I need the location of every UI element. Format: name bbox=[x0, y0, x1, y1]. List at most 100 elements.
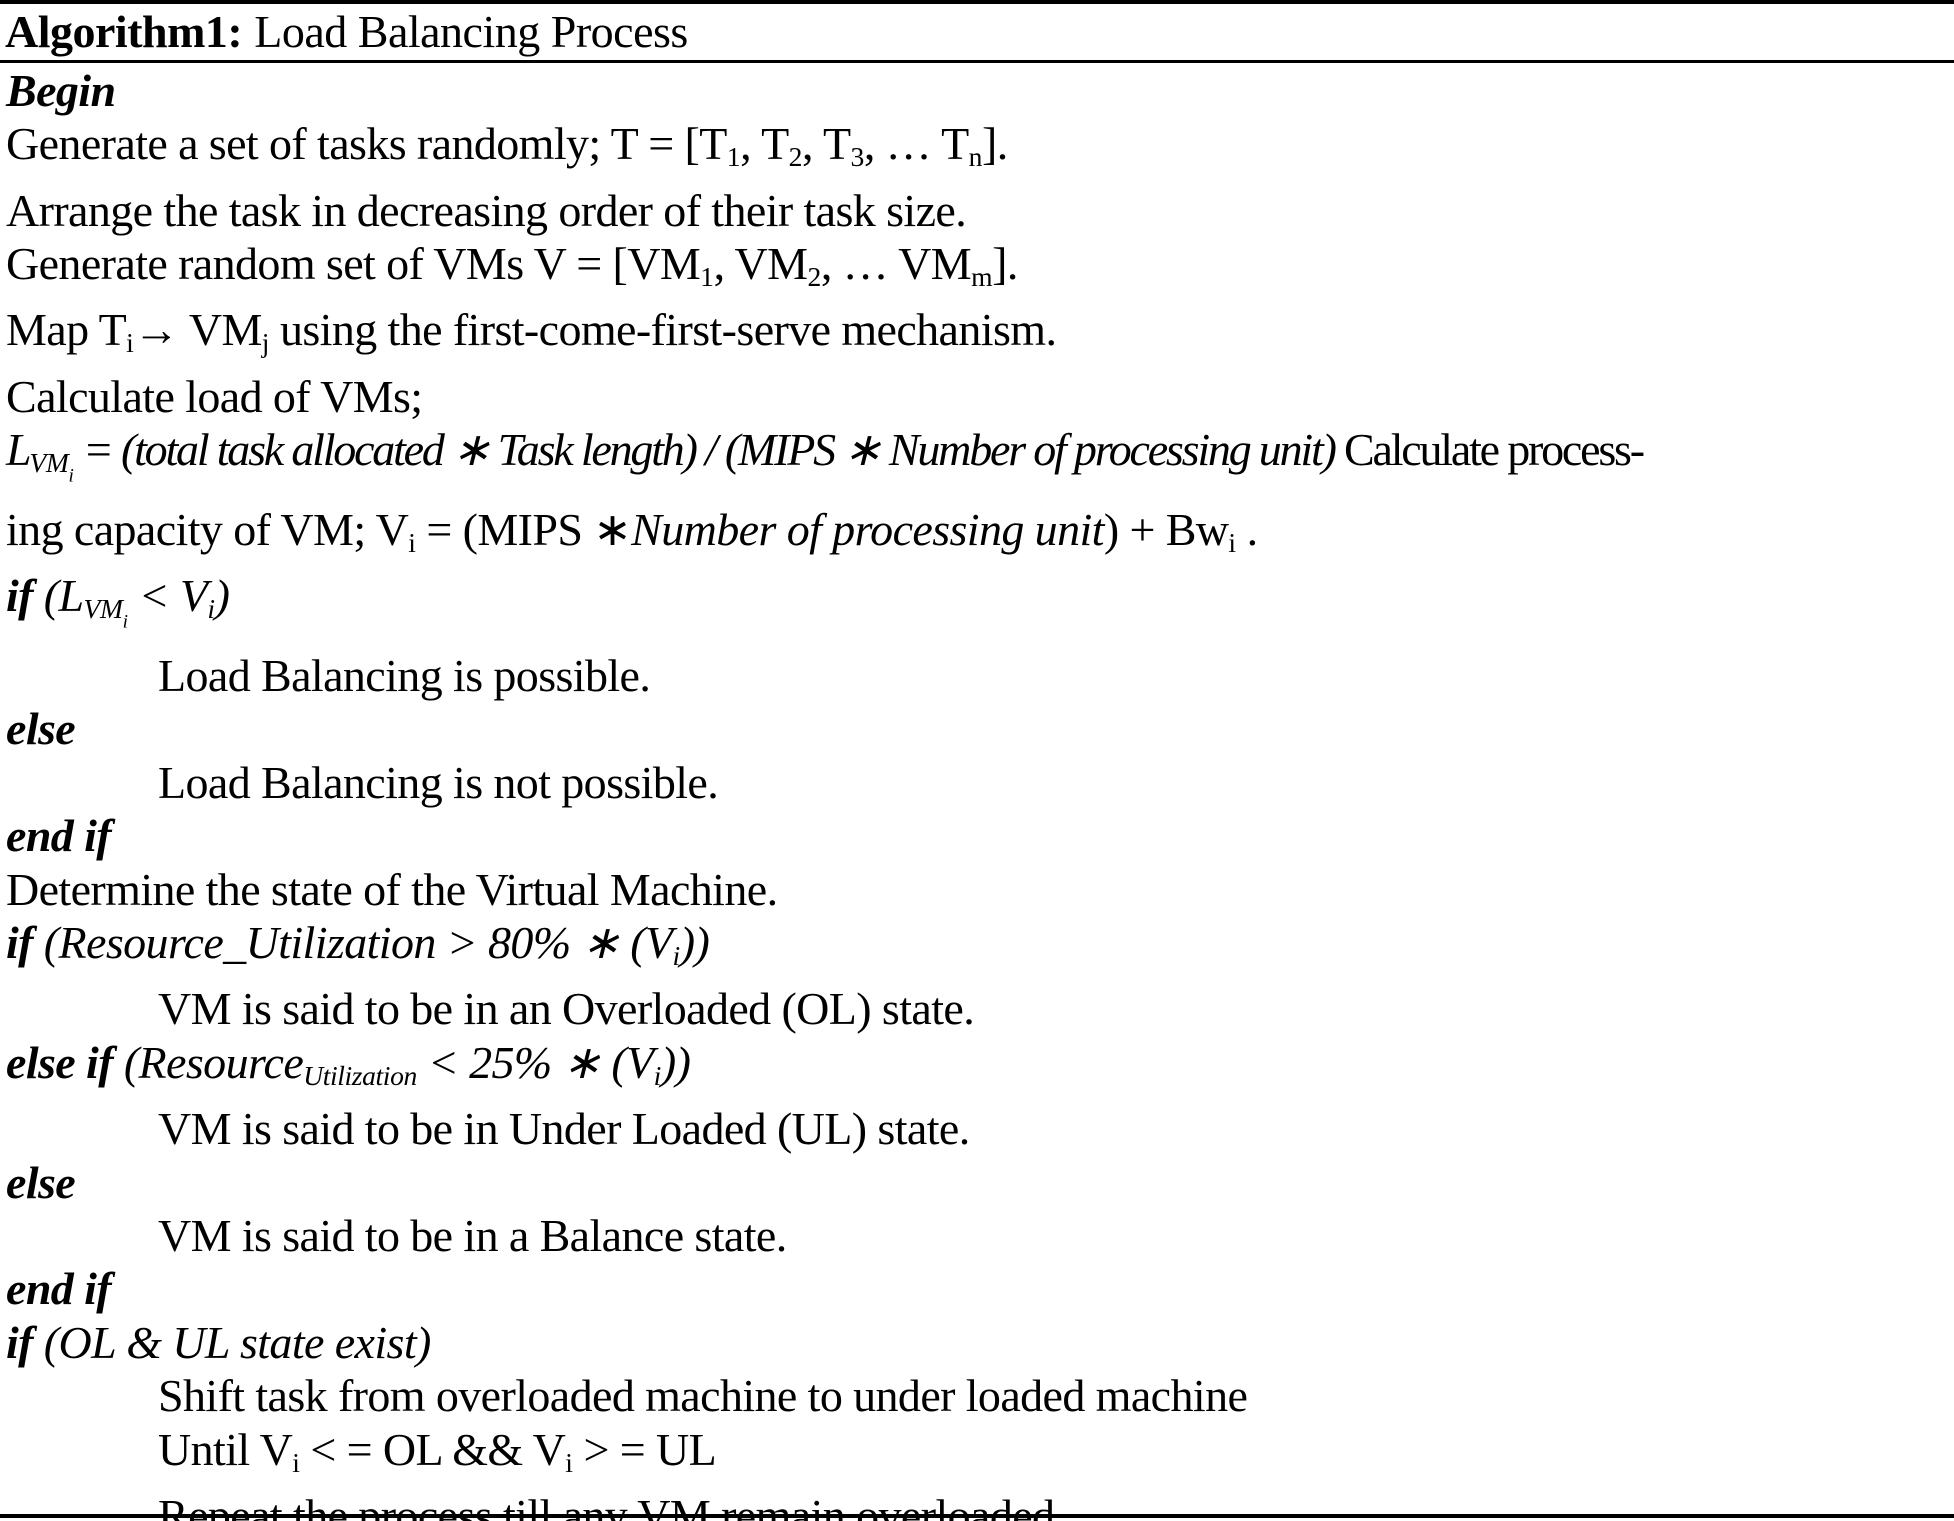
algo-text-segment: VM is said to be in an Overloaded (OL) s… bbox=[158, 983, 975, 1035]
algo-text-segment: if bbox=[6, 1316, 34, 1368]
algo-line: Arrange the task in decreasing order of … bbox=[0, 184, 1954, 237]
algo-line: VM is said to be in an Overloaded (OL) s… bbox=[0, 982, 1954, 1035]
algorithm-header: Algorithm1:Load Balancing Process bbox=[0, 4, 1954, 60]
algo-text-segment: i bbox=[565, 1446, 573, 1478]
algo-text-segment: Resource bbox=[138, 1036, 304, 1088]
algo-text-segment: Number of processing unit bbox=[631, 503, 1104, 555]
algo-text-segment: < 25% ∗ ( bbox=[416, 1036, 627, 1088]
algo-text-segment: VM is said to be in Under Loaded (UL) st… bbox=[158, 1103, 970, 1155]
algo-text-segment: V bbox=[626, 1036, 654, 1088]
algo-line: Shift task from overloaded machine to un… bbox=[0, 1369, 1954, 1422]
algo-text-segment: Calculate process- bbox=[1334, 424, 1645, 476]
algo-text-segment: < = OL && V bbox=[299, 1423, 566, 1475]
algo-text-segment: ( bbox=[112, 1036, 139, 1088]
algo-text-segment: ) bbox=[214, 570, 230, 622]
algo-line: Calculate load of VMs; bbox=[0, 370, 1954, 423]
algo-text-segment: else bbox=[6, 1156, 76, 1208]
algo-text-segment: Load Balancing is possible. bbox=[158, 650, 651, 702]
algo-text-segment: )) bbox=[679, 917, 710, 969]
algo-text-segment: , VM bbox=[713, 238, 808, 290]
algo-text-segment: ing capacity of VM; V bbox=[6, 503, 409, 555]
algo-text-segment: i bbox=[408, 526, 416, 558]
algorithm-label: Algorithm1: bbox=[5, 6, 243, 57]
algo-text-segment: > 80% ∗ ( bbox=[435, 917, 646, 969]
algo-text-segment: OL & UL state exist bbox=[58, 1316, 417, 1368]
algo-text-segment: Begin bbox=[6, 65, 116, 116]
algo-text-segment: i bbox=[672, 939, 681, 971]
algo-line: Generate a set of tasks randomly; T = [T… bbox=[0, 117, 1954, 183]
algo-text-segment: . bbox=[1235, 503, 1259, 555]
algo-text-segment: total task allocated ∗ Task length bbox=[134, 424, 685, 476]
algo-text-segment: i bbox=[292, 1446, 300, 1478]
algo-text-segment: Map T bbox=[6, 304, 127, 356]
algo-text-segment: else bbox=[6, 703, 76, 755]
algo-text-segment: ) bbox=[1321, 424, 1337, 476]
algo-text-segment: , … T bbox=[863, 118, 969, 170]
algo-line: Until Vi < = OL && Vi > = UL bbox=[0, 1423, 1954, 1489]
algo-text-segment: else if bbox=[6, 1036, 114, 1088]
algo-line: VM is said to be in a Balance state. bbox=[0, 1209, 1954, 1262]
algo-text-segment: Resource_Utilization bbox=[58, 917, 437, 969]
algo-text-segment: ) / ( bbox=[682, 424, 741, 476]
algo-text-segment: end if bbox=[6, 810, 112, 862]
algo-text-segment: VM is said to be in a Balance state. bbox=[158, 1209, 787, 1261]
algo-text-segment: V bbox=[645, 917, 673, 969]
algo-text-segment: 1 bbox=[726, 141, 741, 173]
algo-text-segment: L bbox=[6, 424, 32, 476]
algo-line: LVMi = (total task allocated ∗ Task leng… bbox=[0, 423, 1954, 503]
algo-text-segment: i bbox=[1228, 526, 1236, 558]
algo-text-segment: 2 bbox=[788, 141, 803, 173]
algorithm-title: Load Balancing Process bbox=[254, 6, 688, 57]
algo-line: VM is said to be in Under Loaded (UL) st… bbox=[0, 1102, 1954, 1155]
algo-text-segment: if bbox=[6, 917, 34, 969]
algo-line: end if bbox=[0, 1262, 1954, 1315]
algo-text-segment: n bbox=[968, 141, 983, 173]
algo-text-segment: i bbox=[207, 593, 215, 625]
header-rule bbox=[0, 60, 1954, 63]
algo-text-segment: Shift task from overloaded machine to un… bbox=[158, 1370, 1248, 1422]
algo-text-segment: 3 bbox=[850, 141, 864, 173]
algo-line: end if bbox=[0, 809, 1954, 862]
algo-line: Generate random set of VMs V = [VM1, VM2… bbox=[0, 237, 1954, 303]
algo-text-segment: i bbox=[653, 1059, 662, 1091]
algo-text-segment: i bbox=[122, 611, 128, 633]
algo-text-segment: Utilization bbox=[303, 1059, 417, 1091]
bottom-rule bbox=[0, 1514, 1954, 1518]
algo-text-segment: ]. bbox=[992, 238, 1018, 290]
algo-line: if (LVMi < Vi) bbox=[0, 569, 1954, 649]
algo-line: Load Balancing is possible. bbox=[0, 649, 1954, 702]
algo-text-segment: j bbox=[261, 327, 270, 359]
algo-text-segment: VM bbox=[29, 447, 69, 478]
algo-text-segment: Calculate load of VMs; bbox=[6, 370, 423, 422]
algo-line: else bbox=[0, 1156, 1954, 1209]
algo-text-segment: ( bbox=[32, 1316, 59, 1368]
algo-text-segment: VM bbox=[83, 593, 123, 625]
algo-line: Map Ti→ VMj using the first-come-first-s… bbox=[0, 303, 1954, 369]
algo-text-segment: MIPS ∗ Number of processing unit bbox=[738, 424, 1324, 476]
algo-text-segment: i bbox=[126, 327, 134, 359]
algo-text-segment: , T bbox=[740, 118, 789, 170]
algo-text-segment: < V bbox=[127, 570, 208, 622]
algo-text-segment: end if bbox=[6, 1263, 112, 1315]
algo-text-segment: Generate a set of tasks randomly; T = [T bbox=[6, 118, 727, 170]
algo-text-segment: m bbox=[971, 261, 993, 292]
algo-text-segment: ( bbox=[32, 917, 59, 969]
algo-text-segment: , … VM bbox=[820, 238, 972, 290]
algo-line: else if (ResourceUtilization < 25% ∗ (Vi… bbox=[0, 1036, 1954, 1102]
algo-text-segment: Generate random set of VMs V = [VM bbox=[6, 238, 701, 290]
algo-line: if (OL & UL state exist) bbox=[0, 1316, 1954, 1369]
algo-text-segment: = ( bbox=[73, 424, 136, 476]
algo-text-segment: if bbox=[6, 570, 34, 622]
algo-text-segment: ]. bbox=[982, 118, 1008, 170]
algo-text-segment: Until V bbox=[158, 1423, 293, 1475]
algo-text-segment: , T bbox=[801, 118, 851, 170]
algo-text-segment: 1 bbox=[700, 261, 714, 292]
algo-line: if (Resource_Utilization > 80% ∗ (Vi)) bbox=[0, 916, 1954, 982]
top-rule bbox=[0, 0, 1954, 4]
algo-text-segment: using the first-come-first-serve mechani… bbox=[269, 304, 1057, 356]
algo-text-segment: = (MIPS ∗ bbox=[415, 503, 632, 555]
algo-text-segment: Arrange the task in decreasing order of … bbox=[6, 184, 967, 236]
algo-text-segment: i bbox=[68, 465, 74, 487]
